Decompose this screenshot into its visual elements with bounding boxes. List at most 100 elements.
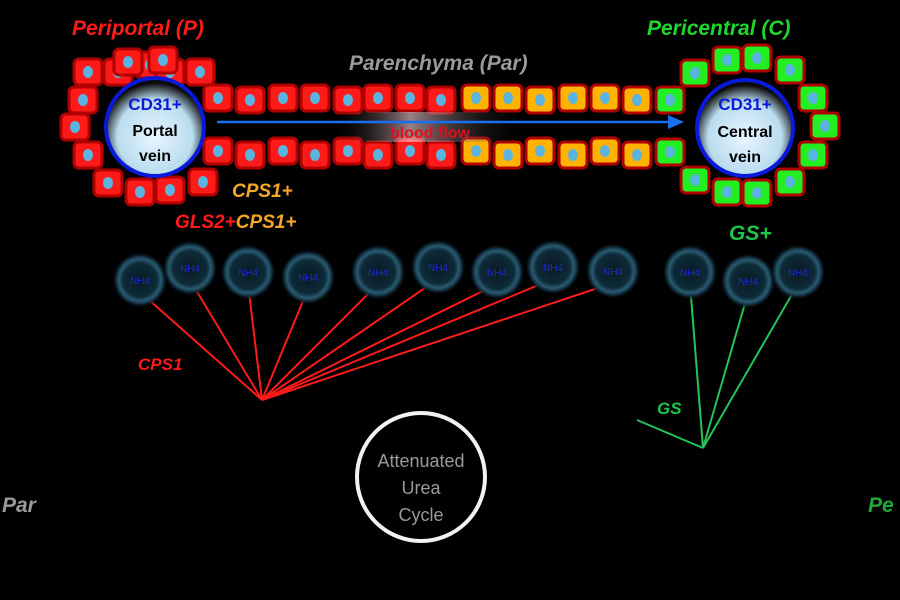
nucleus xyxy=(310,149,320,161)
nucleus xyxy=(198,176,208,188)
nucleus xyxy=(436,149,446,161)
periportal-cell xyxy=(299,140,331,170)
nh4-label: NH4 xyxy=(130,276,150,287)
periportal-cell xyxy=(362,140,394,170)
cps1-plus-text: CPS1+ xyxy=(236,212,297,233)
central-vein: CD31+ Central vein xyxy=(695,78,795,178)
nh4-molecule: NH4 xyxy=(585,243,641,299)
periportal-cell xyxy=(425,85,457,115)
nh4-molecule: NH4 xyxy=(280,249,336,305)
nucleus xyxy=(665,94,675,106)
parenchyma-cell xyxy=(557,83,589,113)
periportal-cell xyxy=(67,85,99,115)
nh4-molecule: NH4 xyxy=(720,253,776,309)
portal-vein-label-2: vein xyxy=(139,148,171,165)
pericentral-cell xyxy=(809,111,841,141)
nh4-molecule: NH4 xyxy=(662,244,718,300)
gs-label: GS xyxy=(657,399,682,418)
nucleus xyxy=(471,92,481,104)
nucleus xyxy=(278,92,288,104)
nucleus xyxy=(471,145,481,157)
periportal-cell xyxy=(124,177,156,207)
cps1-label: CPS1 xyxy=(138,355,182,374)
pericentral-cell xyxy=(774,167,806,197)
gs-line xyxy=(689,283,704,449)
periportal-cell xyxy=(187,167,219,197)
blood-flow-label: blood flow xyxy=(390,125,471,142)
central-vein-label-1: Central xyxy=(717,124,772,141)
urea-label-1: Attenuated xyxy=(377,451,464,471)
nucleus xyxy=(83,149,93,161)
nucleus xyxy=(820,120,830,132)
periportal-cell xyxy=(234,85,266,115)
nucleus xyxy=(535,145,545,157)
nh4-label: NH4 xyxy=(543,263,563,274)
periportal-cell xyxy=(362,83,394,113)
nucleus xyxy=(103,177,113,189)
nucleus xyxy=(343,94,353,106)
periportal-cell xyxy=(202,136,234,166)
parenchyma-cell xyxy=(621,140,653,170)
gs-plus-label: GS+ xyxy=(729,222,772,245)
periportal-cell xyxy=(112,47,144,77)
parenchyma-cell xyxy=(460,83,492,113)
par-label-left: Par xyxy=(2,494,38,517)
periportal-cell xyxy=(234,140,266,170)
nucleus xyxy=(665,146,675,158)
nucleus xyxy=(373,149,383,161)
nh4-molecule: NH4 xyxy=(525,239,581,295)
nucleus xyxy=(722,186,732,198)
periportal-cell xyxy=(92,168,124,198)
pericentral-cell xyxy=(797,83,829,113)
nucleus xyxy=(503,149,513,161)
nucleus xyxy=(808,149,818,161)
cps1-line xyxy=(189,279,263,401)
nh4-molecule: NH4 xyxy=(162,240,218,296)
cps1-line xyxy=(261,278,439,401)
nucleus xyxy=(808,92,818,104)
blood-flow-glow xyxy=(330,112,530,142)
urea-cycle: Attenuated Urea Cycle xyxy=(355,411,487,543)
nucleus xyxy=(690,67,700,79)
pericentral-cell xyxy=(741,178,773,208)
periportal-cell xyxy=(154,175,186,205)
parenchyma-cell xyxy=(524,85,556,115)
gls2-plus-text: GLS2+ xyxy=(175,212,236,233)
periportal-label: Periportal (P) xyxy=(72,17,204,40)
gs-line xyxy=(636,419,704,449)
periportal-cell xyxy=(425,140,457,170)
cps1-line xyxy=(261,282,614,401)
nh4-label: NH4 xyxy=(788,268,808,279)
cps1-line xyxy=(139,291,263,401)
cps1-plus-label: CPS1+ xyxy=(232,181,293,202)
nh4-label: NH4 xyxy=(368,268,388,279)
pericentral-cell xyxy=(797,140,829,170)
nucleus xyxy=(78,94,88,106)
central-vein-circle xyxy=(695,78,795,178)
periportal-cell xyxy=(184,57,216,87)
pericentral-cell xyxy=(774,55,806,85)
nh4-label: NH4 xyxy=(180,264,200,275)
parenchyma-cell xyxy=(589,136,621,166)
nh4-label: NH4 xyxy=(238,268,258,279)
gs-line xyxy=(702,283,799,449)
nucleus xyxy=(83,66,93,78)
periportal-cell xyxy=(147,45,179,75)
nh4-label: NH4 xyxy=(738,277,758,288)
nucleus xyxy=(278,145,288,157)
nh4-molecule: NH4 xyxy=(220,244,276,300)
pe-label-right: Pe xyxy=(868,494,894,517)
nh4-label: NH4 xyxy=(428,263,448,274)
nucleus xyxy=(343,145,353,157)
nucleus xyxy=(785,176,795,188)
central-cd31-label: CD31+ xyxy=(718,95,771,114)
nucleus xyxy=(245,149,255,161)
nucleus xyxy=(535,94,545,106)
pericentral-cell xyxy=(711,177,743,207)
parenchyma-cell xyxy=(589,83,621,113)
nh4-label: NH4 xyxy=(680,268,700,279)
periportal-cell xyxy=(202,83,234,113)
nucleus xyxy=(785,64,795,76)
nh4-label: NH4 xyxy=(603,267,623,278)
nucleus xyxy=(405,92,415,104)
